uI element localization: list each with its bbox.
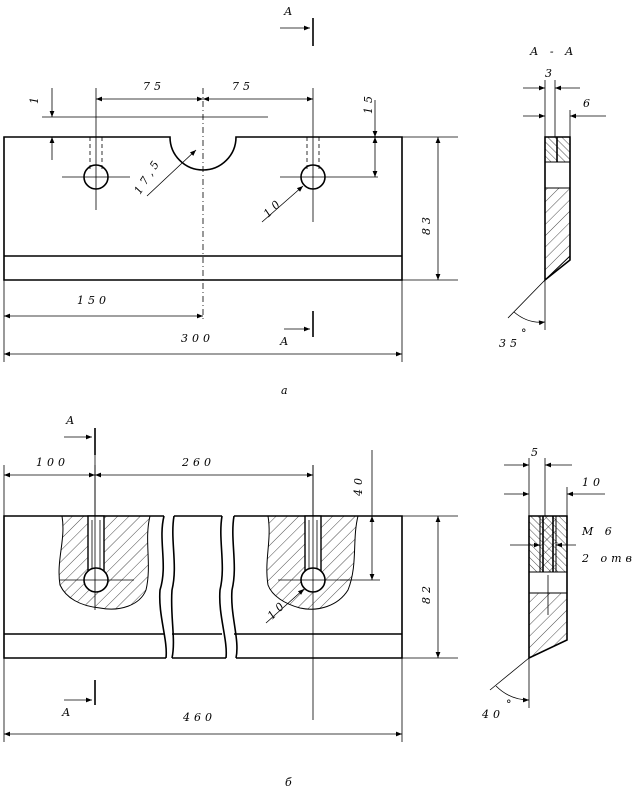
dim-s10: 10 xyxy=(582,476,604,489)
dim-s5: 5 xyxy=(531,446,542,459)
dim-1: 1 xyxy=(28,93,41,104)
dim-s3: 3 xyxy=(545,67,556,80)
dim-100: 100 xyxy=(36,456,69,469)
dim-460: 460 xyxy=(182,711,216,724)
dim-15: 15 xyxy=(362,92,375,114)
section-view-a: А - А 3 6 35 ° xyxy=(499,45,606,350)
dim-260: 260 xyxy=(181,456,215,469)
dim-83: 83 xyxy=(420,213,433,235)
angle-35: 35 xyxy=(499,337,521,350)
dim-150: 150 xyxy=(77,294,110,307)
section-marker-bottom-b: А xyxy=(61,680,96,719)
dim-75-left: 75 xyxy=(143,80,165,93)
caption-a: а xyxy=(281,384,292,397)
degree-a: ° xyxy=(521,327,531,340)
dim-40: 40 xyxy=(352,474,365,497)
thread-label: М 6 xyxy=(581,525,616,538)
section-marker-top-b: А xyxy=(64,414,96,455)
angle-40: 40 xyxy=(481,708,504,721)
dim-10-a: 10 xyxy=(261,195,286,220)
dim-s6: 6 xyxy=(583,97,594,110)
blade-body-a xyxy=(3,136,403,281)
section-view-b: 5 10 М 6 2 отв 40 ° xyxy=(481,446,632,721)
svg-text:А: А xyxy=(61,706,74,719)
section-letter: А xyxy=(283,5,296,18)
caption-b: б xyxy=(285,776,296,789)
figure-b: А 100 260 xyxy=(3,414,632,789)
svg-text:А: А xyxy=(65,414,78,427)
section-marker-bottom-a: А xyxy=(279,311,314,348)
section-marker-top-a: А xyxy=(280,5,314,46)
holes-label: 2 отв xyxy=(581,552,632,565)
figure-a: А 1 75 75 15 1 xyxy=(3,5,606,397)
dim-82: 82 xyxy=(420,582,433,604)
dim-75-right: 75 xyxy=(232,80,254,93)
dim-17-5: 17,5 xyxy=(132,155,164,196)
svg-text:А: А xyxy=(279,335,292,348)
dim-300: 300 xyxy=(181,332,214,345)
section-title: А - А xyxy=(529,45,577,58)
degree-b: ° xyxy=(506,698,516,711)
